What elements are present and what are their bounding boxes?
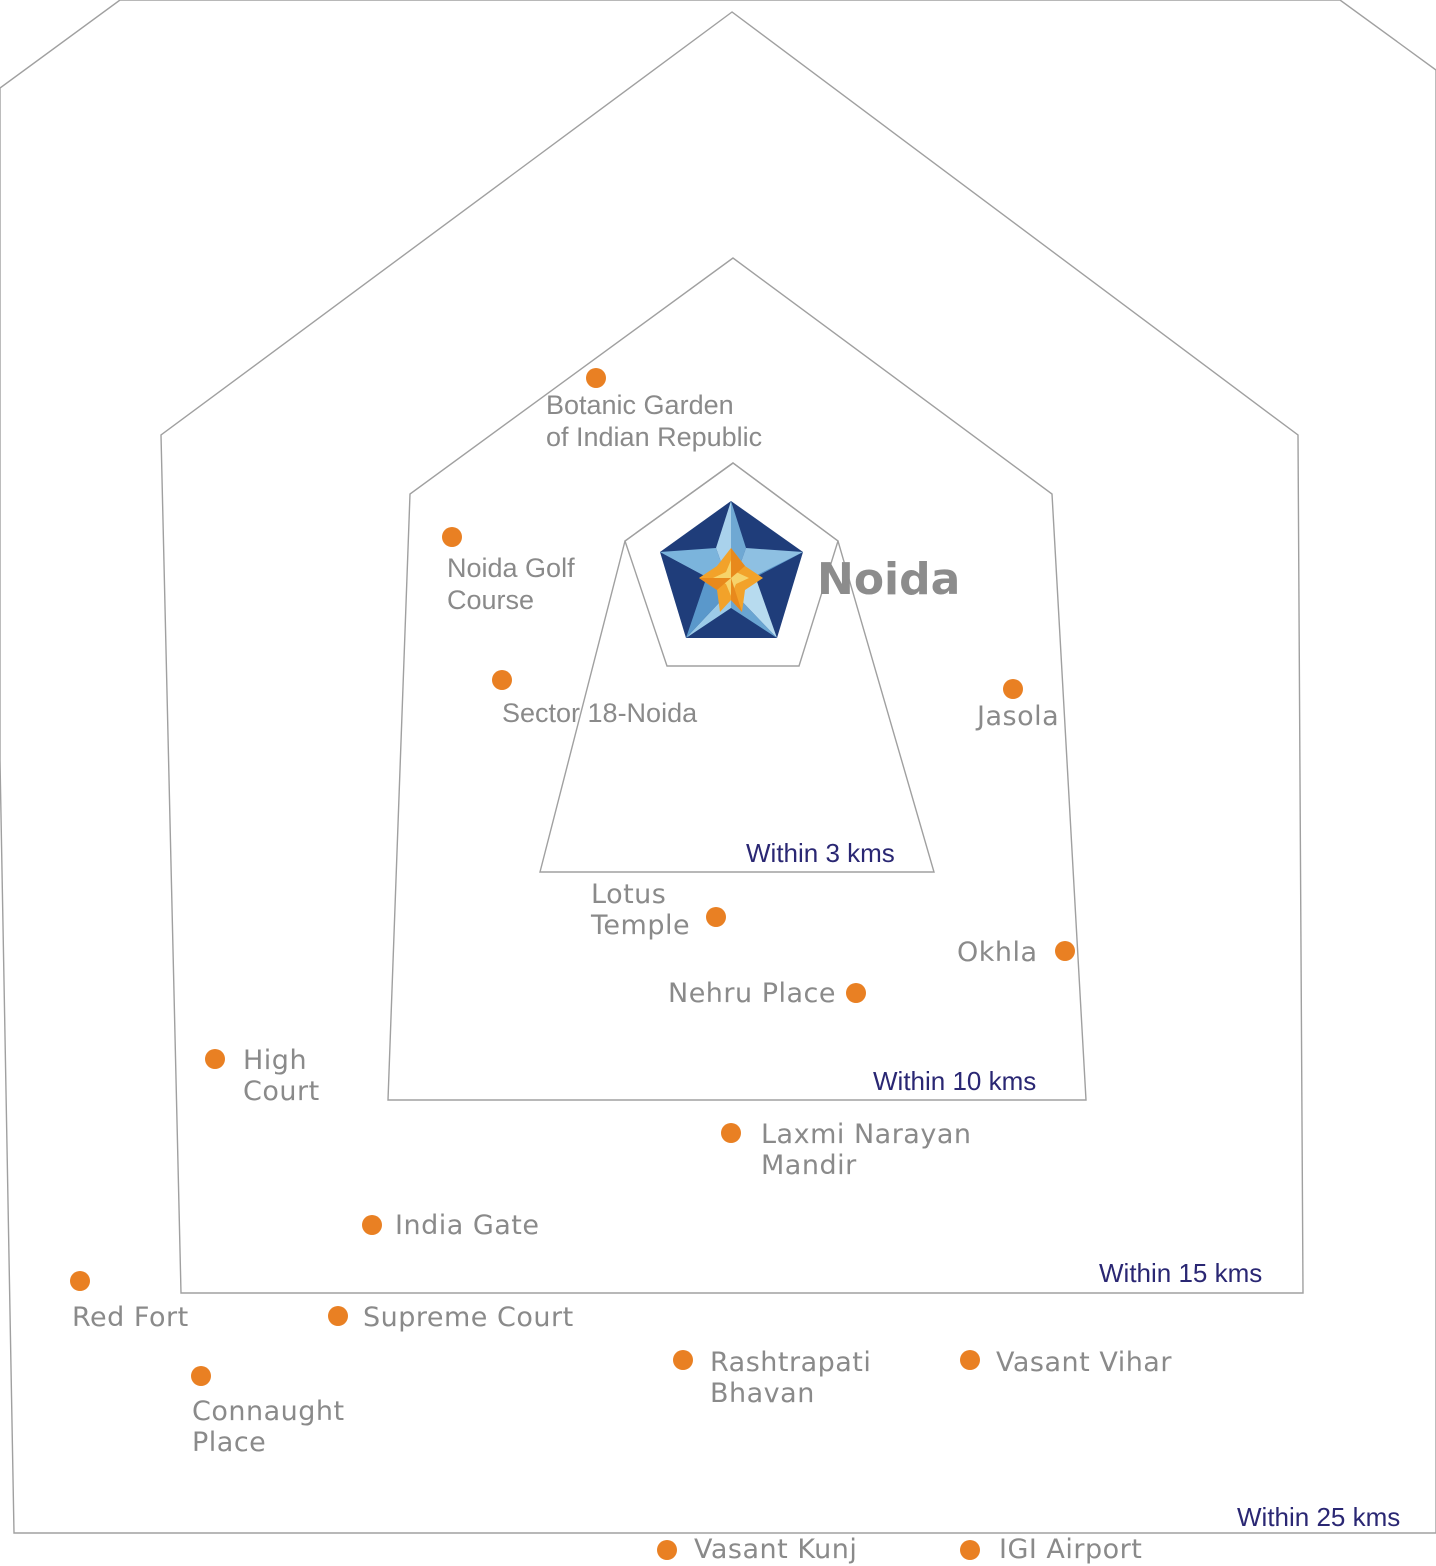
place-dot (846, 983, 866, 1003)
center-name: Noida (817, 554, 960, 605)
place-dot (191, 1366, 211, 1386)
place-dot (721, 1123, 741, 1143)
zone-label-3km: Within 3 kms (746, 838, 895, 868)
place-dot (960, 1540, 980, 1560)
place-label: High Court (243, 1045, 320, 1107)
place-dot (706, 907, 726, 927)
place-dot (1055, 941, 1075, 961)
place-label: Connaught Place (192, 1396, 354, 1458)
place-laxmi-narayan-mandir: Laxmi Narayan Mandir (721, 1119, 981, 1181)
star-in-pentagon-icon (660, 501, 803, 638)
place-dot (657, 1540, 677, 1560)
place-sector-18-noida: Sector 18-Noida (492, 670, 698, 728)
place-label: Vasant Kunj (694, 1534, 857, 1565)
place-red-fort: Red Fort (70, 1271, 189, 1333)
zone-label-15km: Within 15 kms (1099, 1258, 1262, 1288)
place-label: Vasant Vihar (996, 1347, 1172, 1378)
place-label: Lotus Temple (590, 879, 690, 941)
place-dot (492, 670, 512, 690)
place-rashtrapati-bhavan: Rashtrapati Bhavan (673, 1347, 881, 1409)
place-jasola: Jasola (975, 679, 1059, 732)
place-label: Jasola (975, 701, 1059, 732)
ring-10km (387, 257, 1087, 1101)
place-label: Botanic Garden of Indian Republic (546, 390, 762, 452)
place-label: Okhla (957, 937, 1038, 968)
place-vasant-vihar: Vasant Vihar (960, 1347, 1172, 1378)
place-dot (205, 1049, 225, 1069)
place-high-court: High Court (205, 1045, 320, 1107)
ring-center (624, 462, 839, 667)
place-label: Supreme Court (363, 1302, 574, 1333)
place-label: Red Fort (72, 1302, 189, 1333)
place-dot (328, 1306, 348, 1326)
place-vasant-kunj: Vasant Kunj (657, 1534, 857, 1565)
place-okhla: Okhla (957, 937, 1075, 968)
ring-25km (0, 0, 1436, 1534)
place-dot (70, 1271, 90, 1291)
place-dot (960, 1350, 980, 1370)
place-noida-golf-course: Noida Golf Course (442, 527, 582, 615)
place-dot (673, 1350, 693, 1370)
place-igi-airport: IGI Airport (960, 1534, 1142, 1565)
place-label: IGI Airport (999, 1534, 1142, 1565)
zone-label-25km: Within 25 kms (1237, 1502, 1400, 1532)
place-india-gate: India Gate (362, 1210, 540, 1241)
place-botanic-garden: Botanic Garden of Indian Republic (546, 368, 762, 452)
place-nehru-place: Nehru Place (668, 978, 866, 1009)
place-supreme-court: Supreme Court (328, 1302, 574, 1333)
place-dot (362, 1215, 382, 1235)
place-label: Noida Golf Course (447, 553, 582, 615)
place-dot (586, 368, 606, 388)
place-label: Laxmi Narayan Mandir (761, 1119, 981, 1181)
zone-label-10km: Within 10 kms (873, 1066, 1036, 1096)
place-label: Sector 18-Noida (502, 698, 698, 728)
place-label: Nehru Place (668, 978, 836, 1009)
place-label: India Gate (395, 1210, 540, 1241)
place-label: Rashtrapati Bhavan (710, 1347, 881, 1409)
place-connaught-place: Connaught Place (191, 1366, 354, 1458)
place-dot (442, 527, 462, 547)
place-lotus-temple: Lotus Temple (590, 879, 726, 941)
place-dot (1003, 679, 1023, 699)
ring-15km (160, 11, 1304, 1294)
